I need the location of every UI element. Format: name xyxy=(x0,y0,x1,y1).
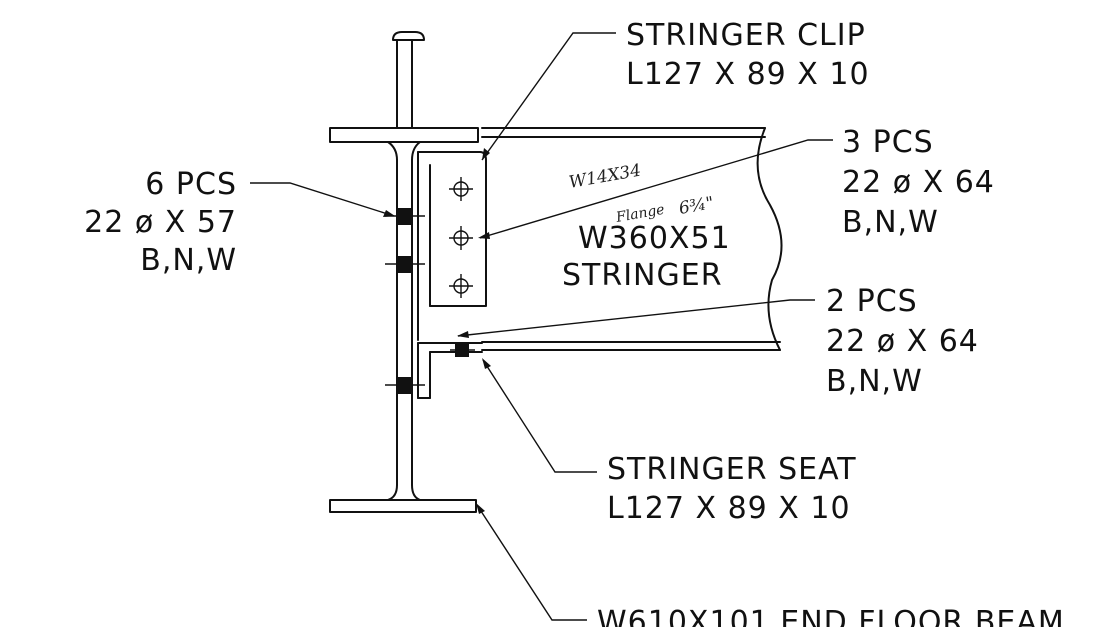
bolt-hole-symbol xyxy=(449,274,473,298)
stringer-break-line xyxy=(756,127,783,351)
stringer-clip-size: L127 X 89 X 10 xyxy=(626,57,870,92)
stringer-clip-label: STRINGER CLIP xyxy=(626,18,866,53)
beam-top-flange xyxy=(329,127,479,143)
three-pcs-label: 3 PCS xyxy=(842,125,934,160)
stringer-clip-angle xyxy=(417,151,487,341)
six-pcs-type: B,N,W xyxy=(140,243,237,278)
floor-beam-section xyxy=(329,31,479,513)
bolts-through-stringer-web xyxy=(449,177,473,298)
stringer-seat-angle xyxy=(417,342,483,399)
stringer-beam xyxy=(481,127,783,351)
leader-6-pcs xyxy=(250,182,395,217)
bolt-hole-symbol xyxy=(449,177,473,201)
leader-floor-beam xyxy=(476,504,587,621)
stringer-seat-label: STRINGER SEAT xyxy=(607,452,857,487)
handwritten-note-flange-width: 6¾" xyxy=(677,193,715,219)
fillet xyxy=(411,141,421,161)
leader-lines xyxy=(250,32,833,621)
bolts-through-seat xyxy=(450,344,475,357)
three-pcs-type: B,N,W xyxy=(842,205,939,240)
fillet xyxy=(411,484,421,501)
leader-stringer-seat xyxy=(482,359,597,473)
bolt-marker xyxy=(398,377,412,394)
stringer-section-label: W360X51 xyxy=(578,221,731,256)
leader-2-pcs xyxy=(457,299,815,337)
bolts-through-web xyxy=(385,208,425,394)
two-pcs-type: B,N,W xyxy=(826,364,923,399)
leader-3-pcs xyxy=(479,139,833,239)
beam-bottom-flange xyxy=(329,499,477,513)
fillet xyxy=(387,141,398,161)
bolt-marker xyxy=(455,344,469,357)
bolt-hole-symbol xyxy=(449,226,473,250)
stringer-seat-size: L127 X 89 X 10 xyxy=(607,491,851,526)
six-pcs-size: 22 ø X 57 xyxy=(84,205,237,240)
floor-beam-label: W610X101 END FLOOR BEAM xyxy=(597,605,1065,627)
handwritten-note-w14x34: W14X34 xyxy=(567,161,642,193)
bolt-marker xyxy=(398,208,412,225)
beam-top-cap xyxy=(392,31,425,41)
three-pcs-size: 22 ø X 64 xyxy=(842,165,995,200)
fillet xyxy=(387,484,398,501)
two-pcs-label: 2 PCS xyxy=(826,284,918,319)
two-pcs-size: 22 ø X 64 xyxy=(826,324,979,359)
six-pcs-label: 6 PCS xyxy=(145,167,237,202)
stringer-word-label: STRINGER xyxy=(562,258,723,293)
bolt-marker xyxy=(398,256,412,273)
clip-leg xyxy=(429,151,487,307)
leader-stringer-clip xyxy=(481,32,616,161)
